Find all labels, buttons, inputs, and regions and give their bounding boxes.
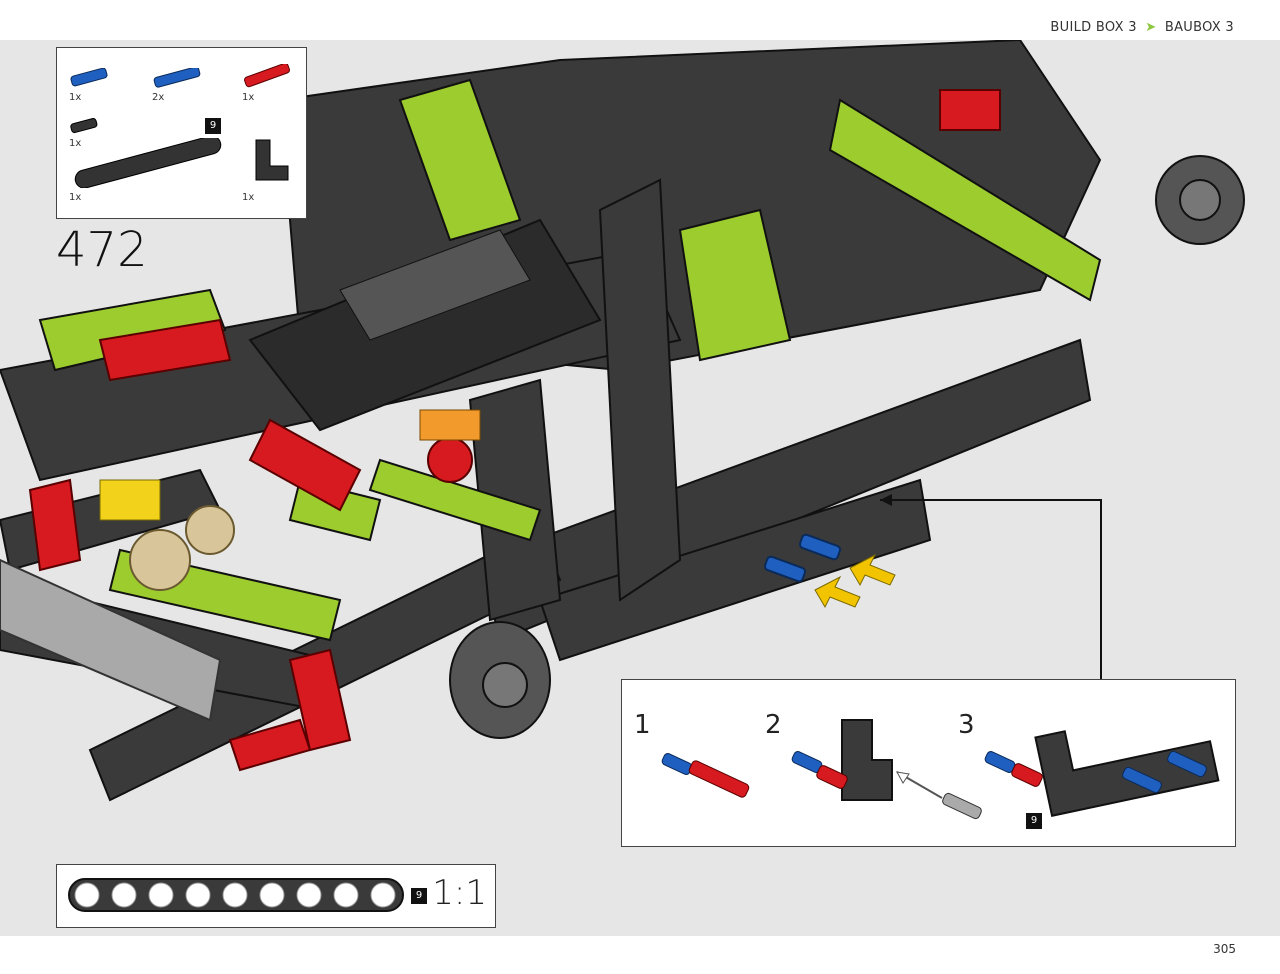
- part-qty: 1x: [242, 92, 255, 103]
- black-beam-9-icon: [74, 138, 222, 188]
- beam-length-badge: 9: [411, 888, 427, 904]
- scale-reference: 9 1:1: [56, 864, 496, 928]
- black-pin-icon: [70, 118, 98, 134]
- black-angle-beam-icon: [255, 139, 289, 181]
- sub-assembly-illustration: [661, 719, 1220, 820]
- beam-scale-icon: [68, 878, 404, 912]
- chevron-right-icon: ➤: [1145, 20, 1157, 35]
- part-qty: 1x: [242, 192, 255, 203]
- substep-label: 3: [958, 710, 975, 740]
- header-build-box: BUILD BOX 3: [1050, 20, 1137, 35]
- front-wheel-icon: [449, 621, 551, 739]
- beam-length-badge: 9: [1026, 813, 1042, 829]
- rear-wheel-icon: [1155, 155, 1245, 245]
- scale-ratio: 1:1: [432, 873, 487, 913]
- part-qty: 1x: [69, 192, 82, 203]
- blue-long-pin-icon: [153, 68, 201, 88]
- beam-length-badge: 9: [205, 118, 221, 134]
- substep-label: 2: [765, 710, 782, 740]
- sub-assembly-box: 1 2 3 9: [621, 679, 1236, 847]
- build-illustration-area: [0, 40, 1280, 936]
- model-illustration: [0, 40, 1245, 802]
- page-header: BUILD BOX 3 ➤ BAUBOX 3: [1050, 20, 1234, 35]
- part-qty: 2x: [152, 92, 165, 103]
- parts-list: 1x 2x 1x 1x 9 1x 1x: [56, 47, 307, 219]
- part-qty: 1x: [69, 138, 82, 149]
- red-axle-pin-icon: [244, 64, 290, 88]
- step-number: 472: [56, 222, 148, 278]
- page-number: 305: [1213, 942, 1236, 956]
- blue-axle-pin-icon: [70, 68, 108, 87]
- header-baubox: BAUBOX 3: [1164, 20, 1234, 35]
- substep-label: 1: [634, 710, 651, 740]
- part-qty: 1x: [69, 92, 82, 103]
